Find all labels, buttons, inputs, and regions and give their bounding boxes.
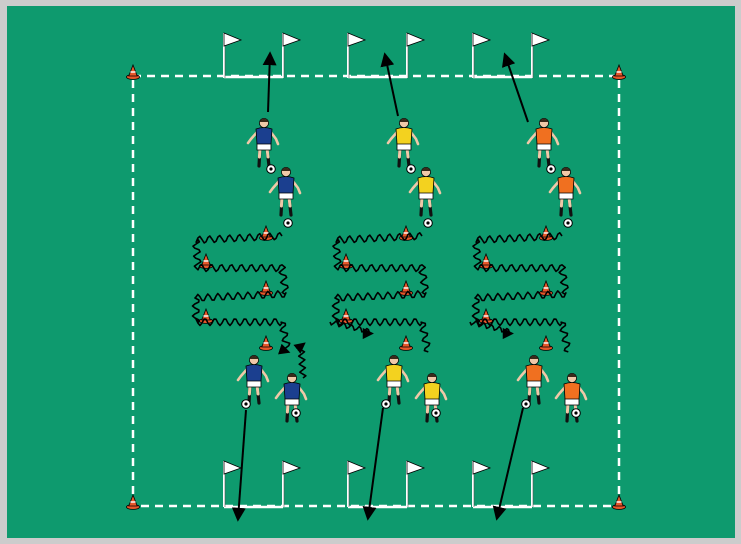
goal-flag-top [531, 32, 551, 78]
ball [521, 399, 531, 409]
slalom-cone [199, 252, 213, 269]
goal-flag-top [472, 32, 492, 78]
shot-arrow-bottom [231, 409, 247, 522]
player-orange [548, 166, 582, 217]
ball [431, 408, 441, 418]
goal-flag-top [282, 32, 302, 78]
goal-flag-bottom [282, 460, 302, 507]
shot-arrow-top [502, 52, 529, 123]
dribble-path [331, 232, 431, 353]
player-blue [236, 354, 270, 405]
goal-flag-top [223, 32, 243, 78]
dribble-path-exit [469, 320, 514, 340]
goal-flag-top [406, 32, 426, 78]
dribble-path-exit [329, 320, 374, 340]
dribble-path-return [293, 342, 307, 379]
goal-flag-bottom [223, 460, 243, 507]
ball [241, 399, 251, 409]
player-orange [516, 354, 550, 405]
player-blue [274, 372, 308, 423]
slalom-cone [539, 334, 553, 351]
goal-flag-bottom [347, 460, 367, 507]
shot-arrow-bottom [362, 407, 384, 521]
ball [546, 164, 556, 174]
ball [423, 218, 433, 228]
player-blue [246, 118, 280, 168]
ball [266, 164, 276, 174]
dribble-path [191, 232, 291, 355]
pitch [7, 6, 735, 538]
ball [283, 218, 293, 228]
player-yellow [414, 372, 448, 423]
ball [406, 164, 416, 174]
player-yellow [376, 354, 410, 405]
goal-flag-bottom [531, 460, 551, 507]
corner-cone [126, 63, 140, 80]
shot-arrow-bottom [492, 407, 524, 521]
corner-cone [126, 493, 140, 510]
player-yellow [408, 166, 442, 217]
player-orange [526, 118, 560, 168]
goal-flag-top [347, 32, 367, 78]
goal-flag-bottom [406, 460, 426, 507]
shot-arrow-top [380, 52, 399, 117]
slalom-cone [399, 334, 413, 351]
player-blue [268, 166, 302, 217]
shot-arrow-top [262, 51, 277, 113]
ball [291, 408, 301, 418]
corner-cone [612, 63, 626, 80]
corner-cone [612, 493, 626, 510]
slalom-cone [259, 334, 273, 351]
player-yellow [386, 118, 420, 168]
goal-flag-bottom [472, 460, 492, 507]
ball [381, 399, 391, 409]
dribble-path [471, 232, 571, 353]
ball [563, 218, 573, 228]
ball [571, 408, 581, 418]
